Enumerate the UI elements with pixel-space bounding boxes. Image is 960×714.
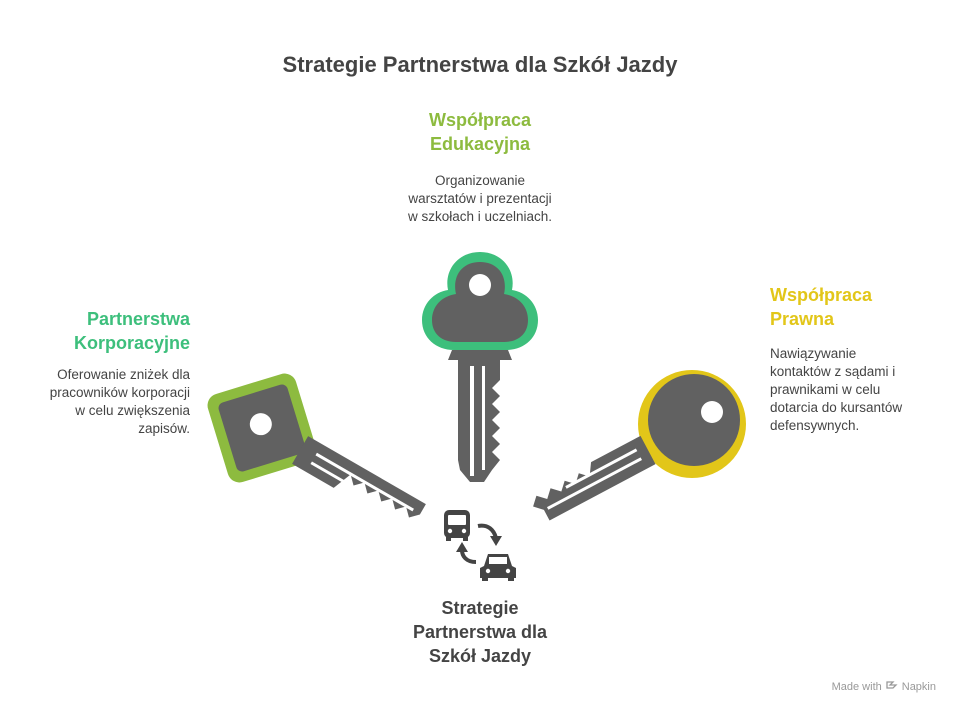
legal-desc-line4: dotarcia do kursantów: [770, 400, 903, 415]
arrow-left-up-icon: [456, 542, 477, 564]
legal-heading: Współpraca Prawna: [770, 283, 940, 331]
right-key-groove2: [565, 448, 638, 489]
education-heading: Współpraca Edukacyjna: [380, 108, 580, 156]
center-key: [422, 252, 538, 482]
corporate-desc-line1: Oferowanie zniżek dla: [57, 367, 190, 382]
center-key-hole: [469, 274, 491, 296]
education-description: Organizowanie warsztatów i prezentacji w…: [360, 172, 600, 226]
right-key-groove: [546, 457, 642, 510]
corporate-heading-line2: Korporacyjne: [73, 333, 190, 353]
transport-cycle-icon: [444, 510, 516, 581]
left-key-blade: [292, 436, 426, 518]
center-key-groove: [470, 366, 474, 476]
education-heading-line1: Współpraca: [428, 110, 532, 130]
education-heading-line2: Edukacyjna: [429, 134, 531, 154]
legal-desc-line5: defensywnych.: [770, 418, 860, 433]
center-key-blade: [458, 360, 500, 482]
right-key-hole: [701, 401, 723, 423]
left-key-groove: [315, 452, 414, 512]
center-title: Strategie Partnerstwa dla Szkół Jazdy: [380, 596, 580, 668]
corporate-desc-line2: pracowników korporacji: [49, 385, 190, 400]
corporate-desc-line3: w celu zwiększenia: [75, 403, 190, 418]
corporate-heading-line1: Partnerstwa: [86, 309, 190, 329]
legal-description: Nawiązywanie kontaktów z sądami i prawni…: [770, 345, 950, 435]
center-title-line2: Partnerstwa dla: [412, 622, 548, 642]
education-desc-line3: w szkołach i uczelniach.: [407, 209, 553, 224]
center-key-groove2: [482, 366, 485, 470]
right-key-blade: [533, 435, 656, 521]
legal-heading-line1: Współpraca: [770, 285, 873, 305]
napkin-logo-icon: [886, 680, 898, 693]
education-desc-line1: Organizowanie: [434, 173, 526, 188]
legal-desc-line2: kontaktów z sądami i: [770, 364, 896, 379]
footer-made-with: Made with: [831, 680, 882, 693]
right-key-head: [648, 374, 740, 466]
left-key-groove2: [310, 461, 382, 505]
bus-icon: [444, 510, 470, 541]
legal-desc-line3: prawnikami w celu: [770, 382, 881, 397]
corporate-desc-line4: zapisów.: [138, 421, 190, 436]
arrow-right-down-icon: [477, 523, 502, 546]
page-title: Strategie Partnerstwa dla Szkół Jazdy: [282, 52, 678, 77]
legal-heading-line2: Prawna: [770, 309, 835, 329]
footer-brand: Napkin: [901, 680, 936, 693]
center-key-head: [432, 262, 528, 342]
center-title-line3: Szkół Jazdy: [428, 646, 532, 666]
footer-attribution[interactable]: Made with Napkin: [832, 680, 936, 693]
education-desc-line2: warsztatów i prezentacji: [408, 191, 552, 206]
center-key-bow-neck: [448, 350, 512, 360]
left-key: [207, 373, 426, 518]
corporate-heading: Partnerstwa Korporacyjne: [20, 307, 190, 355]
right-key: [533, 370, 746, 521]
car-icon: [480, 554, 516, 581]
center-title-line1: Strategie: [441, 598, 519, 618]
corporate-description: Oferowanie zniżek dla pracowników korpor…: [10, 366, 190, 438]
legal-desc-line1: Nawiązywanie: [770, 346, 857, 361]
left-key-hole: [249, 413, 272, 436]
